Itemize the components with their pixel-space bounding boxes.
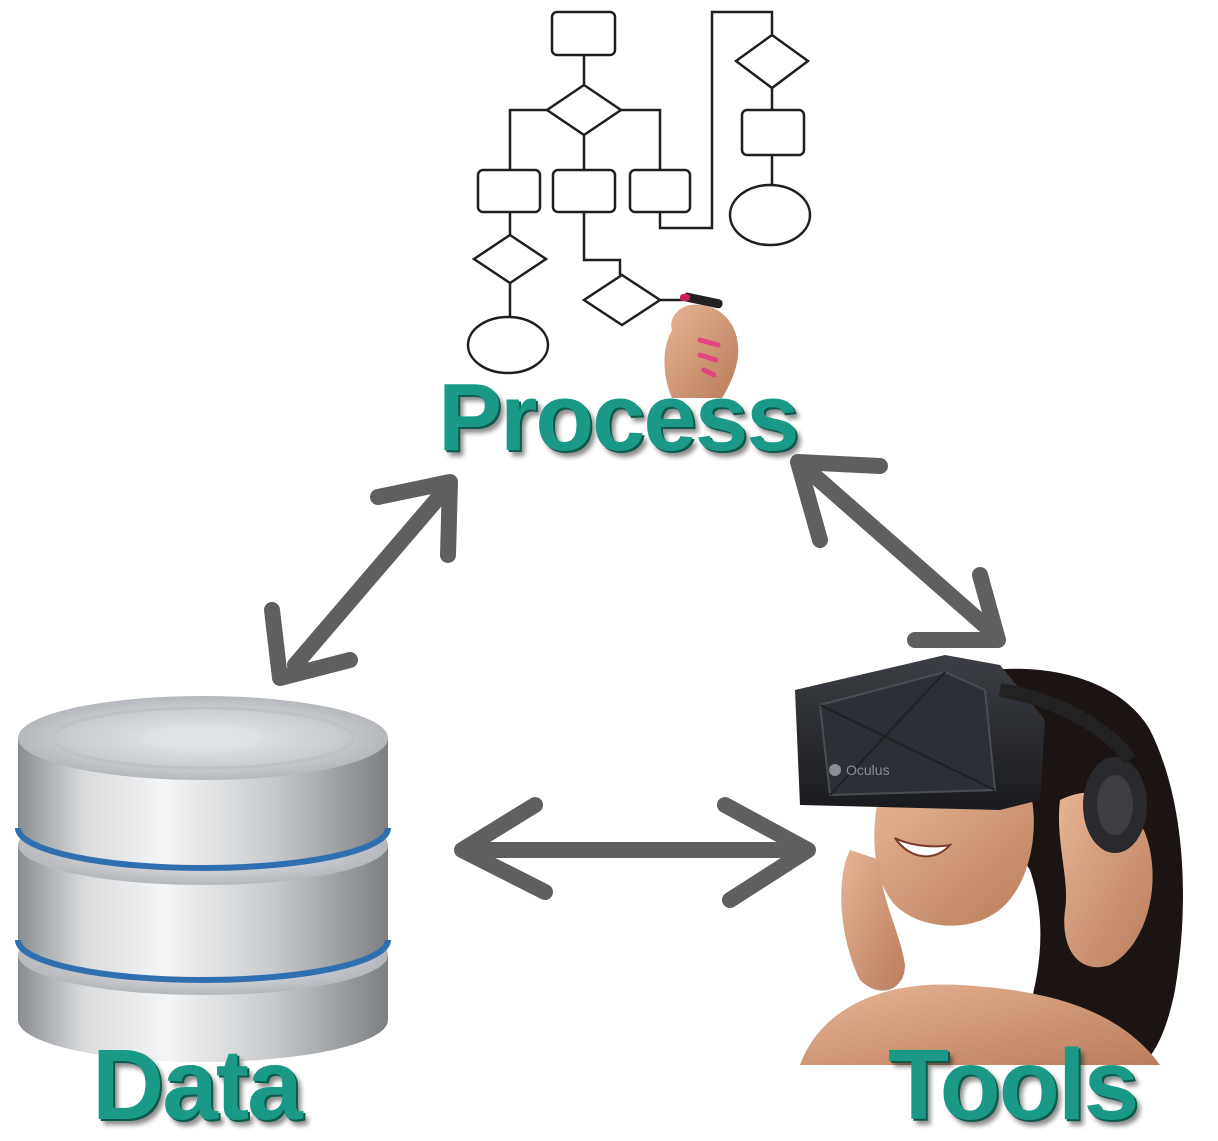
- flowchart-box: [628, 168, 692, 214]
- double-arrow-icon: [264, 454, 1006, 908]
- headset-brand-text: Oculus: [846, 762, 890, 778]
- process-label: Process: [438, 364, 800, 471]
- flowchart-decision: [581, 273, 663, 327]
- flowchart-decision: [471, 233, 549, 285]
- flowchart-box: [551, 168, 617, 214]
- flowchart-start-box: [550, 10, 617, 57]
- flowchart-end-ellipse: [728, 183, 812, 247]
- tools-label: Tools: [888, 1029, 1139, 1141]
- hand-with-marker-icon: [664, 292, 739, 398]
- flowchart-end-ellipse: [466, 315, 550, 375]
- arrow-data-process: [264, 474, 458, 686]
- database-icon: [15, 696, 391, 1062]
- flowchart-decision: [544, 83, 624, 137]
- flowchart-box: [476, 168, 542, 214]
- vr-headset-person-icon: Oculus: [795, 655, 1183, 1065]
- flowchart-icon: [466, 10, 812, 375]
- data-label: Data: [92, 1029, 303, 1141]
- flowchart-box: [740, 108, 806, 157]
- arrow-data-tools: [454, 797, 816, 908]
- arrow-process-tools: [790, 454, 1006, 648]
- flowchart-decision: [733, 33, 811, 90]
